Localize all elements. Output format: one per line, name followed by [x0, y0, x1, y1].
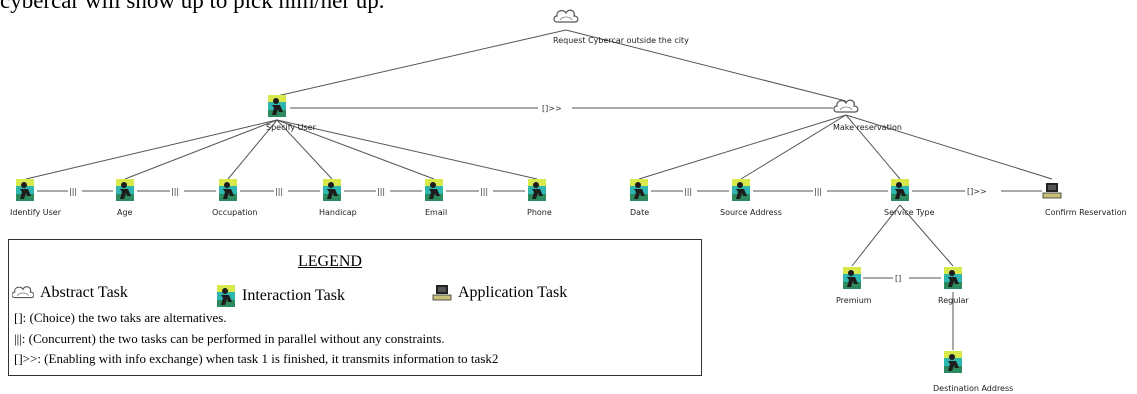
interaction-task-icon	[16, 179, 34, 201]
svg-text:Request Cybercar outside the c: Request Cybercar outside the city	[553, 36, 689, 45]
legend-concurrent-line: |||: (Concurrent) the two tasks can be p…	[14, 331, 445, 346]
application-task-icon	[1042, 182, 1062, 199]
abstract-task-icon	[833, 99, 859, 113]
abstract-task-icon	[553, 9, 579, 23]
operator-concurrent: |||	[480, 187, 488, 196]
svg-text:Specify User: Specify User	[266, 123, 317, 132]
interaction-task-icon	[217, 285, 235, 307]
intro-text: cybercar will show up to pick him/her up…	[0, 0, 385, 13]
svg-text:Regular: Regular	[938, 296, 969, 305]
legend-interaction: Interaction Task	[216, 284, 345, 308]
node-phone: Phone	[527, 179, 552, 217]
node-email: Email	[425, 179, 447, 217]
legend-abstract: Abstract Task	[12, 284, 128, 302]
node-identify-user: Identify User	[10, 179, 62, 217]
operator-concurrent: |||	[171, 187, 179, 196]
node-specify-user: Specify User	[266, 95, 317, 132]
svg-text:Source Address: Source Address	[720, 208, 782, 217]
svg-text:Confirm Reservation: Confirm Reservation	[1045, 208, 1127, 217]
operator-concurrent: |||	[69, 187, 77, 196]
operator-enabling: []>>	[542, 104, 562, 113]
interaction-task-icon	[425, 179, 443, 201]
svg-text:Date: Date	[630, 208, 649, 217]
svg-text:Occupation: Occupation	[212, 208, 257, 217]
legend-title: LEGEND	[298, 253, 362, 270]
node-destination-address: Destination Address	[933, 351, 1013, 393]
interaction-task-icon	[944, 267, 962, 289]
operator-enabling: []>>	[967, 187, 987, 196]
interaction-task-icon	[268, 95, 286, 117]
interaction-task-icon	[528, 179, 546, 201]
operator-concurrent: |||	[275, 187, 283, 196]
tree-edges	[25, 29, 1053, 350]
node-premium: Premium	[836, 267, 872, 305]
svg-text:Destination Address: Destination Address	[933, 384, 1013, 393]
operator-concurrent: |||	[377, 187, 385, 196]
interaction-task-icon	[732, 179, 750, 201]
node-occupation: Occupation	[212, 179, 257, 217]
node-regular: Regular	[938, 267, 969, 305]
operator-concurrent: |||	[814, 187, 822, 196]
node-confirm-reservation: Confirm Reservation	[1042, 182, 1127, 217]
svg-text:Make reservation: Make reservation	[833, 123, 902, 132]
node-handicap: Handicap	[319, 179, 357, 217]
node-service-type: Service Type	[884, 179, 935, 217]
svg-text:Phone: Phone	[527, 208, 552, 217]
legend-application: Application Task	[432, 284, 567, 302]
node-source-address: Source Address	[720, 179, 782, 217]
interaction-task-icon	[323, 179, 341, 201]
node-age: Age	[116, 179, 134, 217]
svg-text:Premium: Premium	[836, 296, 872, 305]
abstract-task-icon	[12, 286, 34, 299]
node-make-reservation: Make reservation	[833, 99, 902, 132]
operator-labels: []>> ||| ||| ||| ||| ||| ||| ||| []>> []	[68, 102, 1001, 284]
svg-text:Email: Email	[425, 208, 447, 217]
svg-text:Handicap: Handicap	[319, 208, 357, 217]
interaction-task-icon	[843, 267, 861, 289]
interaction-task-icon	[891, 179, 909, 201]
svg-text:Service Type: Service Type	[884, 208, 935, 217]
node-root: Request Cybercar outside the city	[553, 9, 689, 45]
svg-text:Age: Age	[117, 208, 133, 217]
interaction-task-icon	[116, 179, 134, 201]
node-date: Date	[630, 179, 649, 217]
operator-choice: []	[895, 274, 901, 283]
legend-enabling-line: []>>: (Enabling with info exchange) when…	[14, 351, 499, 366]
legend-box: LEGEND Abstract Task Interaction Task Ap…	[8, 239, 702, 376]
interaction-task-icon	[630, 179, 648, 201]
operator-concurrent: |||	[684, 187, 692, 196]
interaction-task-icon	[944, 351, 962, 373]
application-task-icon	[432, 284, 452, 301]
svg-text:Identify User: Identify User	[10, 208, 62, 217]
legend-choice-line: []: (Choice) the two taks are alternativ…	[14, 310, 227, 325]
interaction-task-icon	[219, 179, 237, 201]
